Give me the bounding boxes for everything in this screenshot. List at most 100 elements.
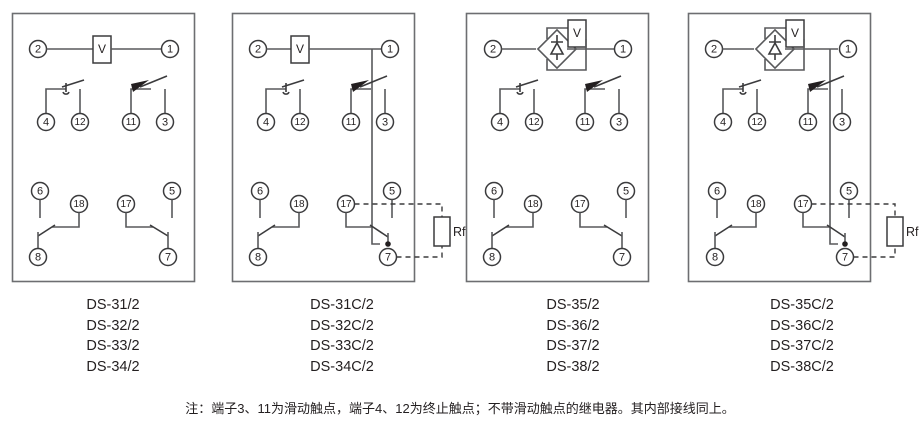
panel-4-frame [687, 12, 872, 283]
sw-4-leg [722, 88, 743, 113]
sw-18-8-blade [257, 224, 276, 237]
rf-resistor-box [433, 216, 451, 247]
panel-3-schematic: 2 V 1 4 12 11 3 6 5 18 [465, 12, 650, 283]
sw-17-leg [802, 212, 830, 228]
slide-arrow-symbol [351, 80, 369, 92]
junction-dot [385, 241, 391, 247]
sw-18-leg [52, 212, 80, 228]
tap-wire-1-to-bottom [829, 49, 838, 245]
sw-11-leg [584, 88, 605, 113]
junction-dot [842, 241, 848, 247]
sw-11-leg [130, 88, 151, 113]
panel-4-schematic: 2 V 1 4 12 11 3 6 5 18 [687, 12, 919, 283]
terminal-5-label: 5 [389, 185, 395, 197]
terminal-7-label: 7 [385, 251, 391, 263]
terminal-1 [838, 39, 858, 59]
terminal-12-label: 12 [294, 117, 306, 128]
sw-11-leg [807, 88, 828, 113]
sw-17-7-blade [369, 224, 389, 238]
sw-18-8-blade [37, 224, 56, 237]
end-stop-symbol [516, 83, 524, 95]
coil-box [567, 19, 587, 48]
terminal-1 [613, 39, 633, 59]
sw-18-leg [506, 212, 534, 228]
panel-1-model-list: DS-31/2 DS-32/2 DS-33/2 DS-34/2 [86, 297, 140, 375]
panel-4-model-list: DS-35C/2 DS-36C/2 DS-37C/2 DS-38C/2 [770, 297, 834, 375]
terminal-6-label: 6 [37, 185, 43, 197]
sw-17-leg [125, 212, 153, 228]
sw-17-leg [579, 212, 607, 228]
terminal-11 [575, 112, 595, 132]
terminal-1 [160, 39, 180, 59]
sw-17-7-blade [149, 224, 169, 237]
rf-resistor-box [886, 216, 904, 247]
terminal-17-label: 17 [797, 199, 809, 210]
coil-label: V [573, 26, 581, 40]
terminal-4 [256, 112, 276, 132]
panel-2-frame [231, 12, 416, 283]
terminal-8 [28, 247, 48, 267]
terminal-7 [158, 247, 178, 267]
sw-17-7-blade [826, 224, 846, 238]
rf-dashed-top [354, 203, 443, 217]
terminal-18-label: 18 [750, 199, 762, 210]
sw-4-leg [499, 88, 520, 113]
terminal-8-label: 8 [712, 251, 718, 263]
slide-arrow-symbol [131, 80, 149, 92]
rectifier-bottom-link [546, 39, 587, 71]
sw-18-leg [729, 212, 757, 228]
terminal-6-label: 6 [714, 185, 720, 197]
terminal-4 [490, 112, 510, 132]
end-stop-symbol [62, 83, 70, 95]
terminal-18-label: 18 [527, 199, 539, 210]
terminal-12-label: 12 [74, 117, 86, 128]
terminal-4-label: 4 [263, 116, 269, 128]
terminal-3 [832, 112, 852, 132]
sw-17-7-blade [603, 224, 623, 237]
rectifier-diamond [754, 28, 796, 70]
rf-label: Rf [453, 225, 466, 239]
terminal-17-label: 17 [574, 199, 586, 210]
terminal-4-label: 4 [43, 116, 49, 128]
terminal-8-label: 8 [255, 251, 261, 263]
rectifier-diamond [536, 28, 578, 70]
sw-11-3-blade [593, 75, 622, 88]
terminal-5-label: 5 [169, 185, 175, 197]
coil-label: V [98, 42, 106, 56]
terminal-12-label: 12 [751, 117, 763, 128]
terminal-8-label: 8 [489, 251, 495, 263]
terminal-3 [375, 112, 395, 132]
terminal-5-label: 5 [846, 185, 852, 197]
tap-wire-1-to-bottom [371, 49, 380, 245]
footnote: 注：端子3、11为滑动触点，端子4、12为终止触点；不带滑动触点的继电器。其内部… [185, 401, 735, 416]
terminal-12 [524, 112, 544, 132]
sw-17-leg [345, 212, 373, 228]
sw-18-8-blade [714, 224, 733, 237]
terminal-7-label: 7 [842, 251, 848, 263]
panel-2-schematic: 2 V 1 4 12 11 3 6 5 18 [231, 12, 466, 283]
panel-1-frame [11, 12, 196, 283]
sw-11-3-blade [139, 75, 168, 88]
terminal-3-label: 3 [382, 116, 388, 128]
terminal-17-label: 17 [340, 199, 352, 210]
terminal-8-label: 8 [35, 251, 41, 263]
terminal-8 [248, 247, 268, 267]
end-stop-symbol [282, 83, 290, 95]
terminal-6-label: 6 [257, 185, 263, 197]
terminal-7-label: 7 [619, 251, 625, 263]
terminal-3-label: 3 [162, 116, 168, 128]
rf-label: Rf [906, 225, 919, 239]
terminal-6-label: 6 [491, 185, 497, 197]
terminal-12 [747, 112, 767, 132]
sw-11-leg [350, 88, 371, 113]
slide-arrow-symbol [808, 80, 826, 92]
terminal-2-label: 2 [35, 43, 41, 55]
terminal-11-label: 11 [126, 117, 137, 128]
terminal-1-label: 1 [387, 43, 393, 55]
terminal-11 [798, 112, 818, 132]
terminal-11-label: 11 [580, 117, 591, 128]
terminal-11-label: 11 [346, 117, 357, 128]
terminal-11 [121, 112, 141, 132]
rf-dashed-top [811, 203, 896, 217]
